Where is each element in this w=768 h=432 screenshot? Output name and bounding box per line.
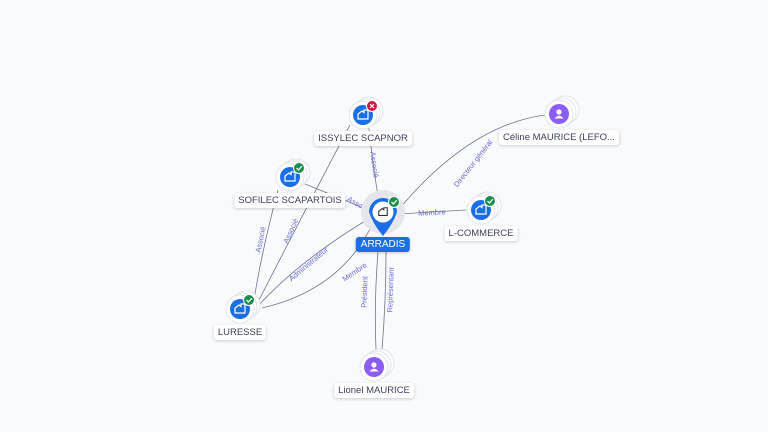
status-active-icon: [484, 195, 496, 207]
edge-luresse-issylec: [257, 124, 351, 303]
node-celine[interactable]: [544, 95, 580, 129]
node-luresse[interactable]: [225, 290, 261, 324]
node-lcommerce[interactable]: [466, 191, 502, 225]
edge-celine-arradis: [399, 114, 546, 209]
node-sofilec[interactable]: [275, 158, 311, 192]
edge-luresse-arradis: [257, 217, 371, 307]
building-icon: [357, 109, 369, 120]
edge-label: Président: [359, 275, 369, 308]
building-icon: [234, 303, 246, 314]
person-icon: [554, 109, 564, 119]
building-icon: [475, 204, 487, 215]
node-label-sofilec[interactable]: SOFILEC SCAPARTOIS: [234, 193, 346, 208]
node-label-issylec[interactable]: ISSYLEC SCAPNOR: [314, 131, 412, 146]
node-label-lionel[interactable]: Lionel MAURICE: [334, 383, 414, 398]
node-label-luresse[interactable]: LURESSE: [213, 325, 267, 340]
edge-lionel-arradis: [374, 251, 379, 351]
edge-label: Directeur général: [452, 138, 495, 189]
status-active-icon: [388, 196, 400, 208]
edge-label: Associé: [281, 217, 300, 245]
building-icon: [284, 171, 296, 182]
status-closed-icon: [366, 100, 378, 112]
person-icon: [369, 362, 379, 372]
node-label-celine[interactable]: Céline MAURICE (LEFO...: [499, 130, 619, 145]
node-issylec[interactable]: [348, 96, 384, 130]
edge-arradis-lcommerce: [399, 209, 467, 215]
edge-label: Associé: [368, 151, 381, 178]
node-label-lcommerce[interactable]: L-COMMERCE: [444, 226, 518, 241]
status-active-icon: [243, 294, 255, 306]
edge-lionel-arradis: [381, 251, 387, 351]
building-icon: [378, 207, 388, 216]
node-label-arradis[interactable]: ARRADIS: [355, 237, 411, 252]
status-active-icon: [293, 162, 305, 174]
node-arradis[interactable]: [361, 190, 405, 236]
edge-label: Représentant: [385, 266, 396, 312]
node-lionel[interactable]: [359, 348, 395, 382]
edge-label: Membre: [418, 207, 446, 217]
edge-label: Administrateur: [287, 245, 330, 283]
